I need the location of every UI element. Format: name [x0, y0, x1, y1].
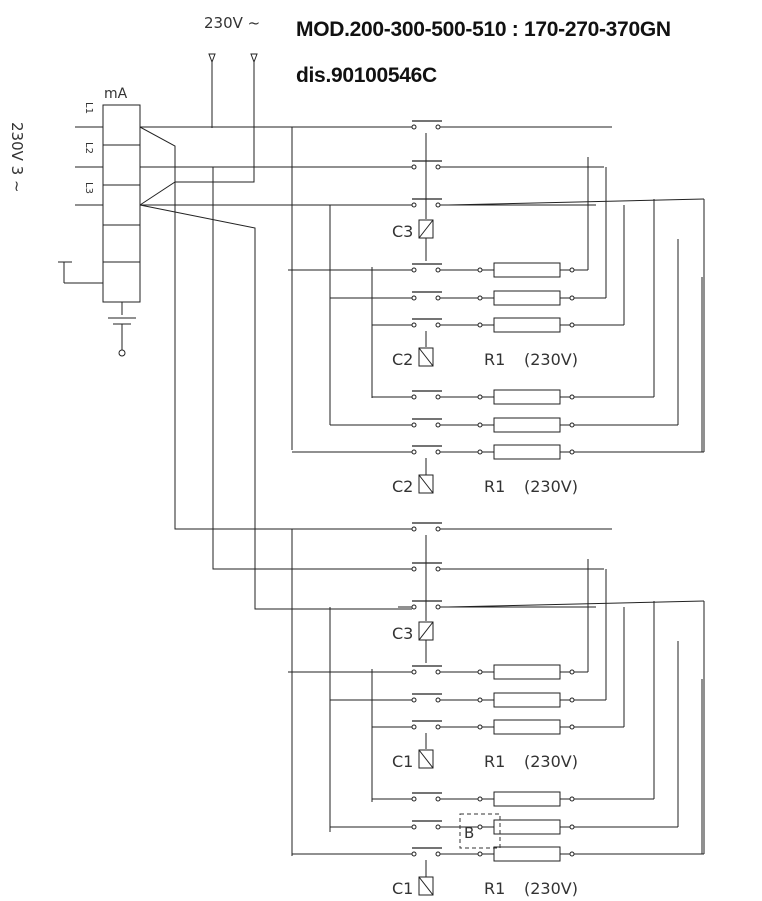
- contact: [398, 720, 448, 730]
- r1-voltage-label: (230V): [524, 879, 578, 898]
- coil-label: C2: [392, 477, 413, 496]
- contact: [398, 120, 448, 130]
- phase-feeds: [139, 118, 412, 610]
- battery-icon: [108, 302, 136, 357]
- contact: [398, 665, 448, 675]
- heater-element: [440, 692, 575, 708]
- contact: [398, 263, 448, 273]
- heater-element: [440, 719, 575, 735]
- coil-icon: [418, 347, 434, 367]
- phase-label-l2: L2: [83, 142, 94, 154]
- contact: [398, 445, 448, 455]
- r1-voltage-label: (230V): [524, 752, 578, 771]
- contact: [398, 390, 448, 400]
- coil-label: C3: [392, 222, 413, 241]
- thermostat-b: B: [459, 813, 501, 849]
- contact: [398, 562, 448, 572]
- model-title: MOD.200-300-500-510 : 170-270-370GN: [296, 18, 671, 41]
- coil-icon: [418, 749, 434, 769]
- heater-element: [440, 791, 575, 807]
- contact: [398, 847, 448, 857]
- r1-voltage-label: (230V): [524, 350, 578, 369]
- coil-icon: [418, 219, 434, 239]
- contact: [398, 418, 448, 428]
- contact: [398, 693, 448, 703]
- heater-element: [440, 846, 575, 862]
- r1-label: R1: [484, 752, 505, 771]
- r1-label: R1: [484, 350, 505, 369]
- meter-unit-label: mA: [104, 86, 128, 102]
- contact: [398, 792, 448, 802]
- coil-icon: [418, 621, 434, 641]
- heater-element: [440, 317, 575, 333]
- drawing-number: dis.90100546C: [296, 64, 437, 87]
- coil-label: C2: [392, 350, 413, 369]
- r1-label: R1: [484, 477, 505, 496]
- heater-element: [440, 290, 575, 306]
- heater-element: [440, 417, 575, 433]
- contact: [398, 318, 448, 328]
- coil-label: C3: [392, 624, 413, 643]
- earth-icon: [58, 261, 72, 283]
- heater-element: [440, 389, 575, 405]
- contact: [398, 291, 448, 301]
- heater-element: [440, 664, 575, 680]
- contact: [398, 522, 448, 532]
- aux-supply-arrows: [208, 53, 258, 128]
- contact: [398, 600, 448, 610]
- main-voltage-label: 230V 3 ~: [8, 122, 26, 193]
- coil-icon: [418, 474, 434, 494]
- heater-element: [440, 444, 575, 460]
- phase-label-l1: L1: [83, 102, 94, 114]
- heater-element: [440, 262, 575, 278]
- contact: [398, 160, 448, 170]
- phase-label-l3: L3: [83, 182, 94, 194]
- contact: [398, 198, 448, 208]
- r1-voltage-label: (230V): [524, 477, 578, 496]
- svg-text:B: B: [464, 824, 474, 842]
- terminal-block: [64, 104, 141, 303]
- coil-icon: [418, 876, 434, 896]
- coil-label: C1: [392, 752, 413, 771]
- contact: [398, 820, 448, 830]
- r1-label: R1: [484, 879, 505, 898]
- aux-voltage-label: 230V ~: [204, 14, 260, 32]
- coil-label: C1: [392, 879, 413, 898]
